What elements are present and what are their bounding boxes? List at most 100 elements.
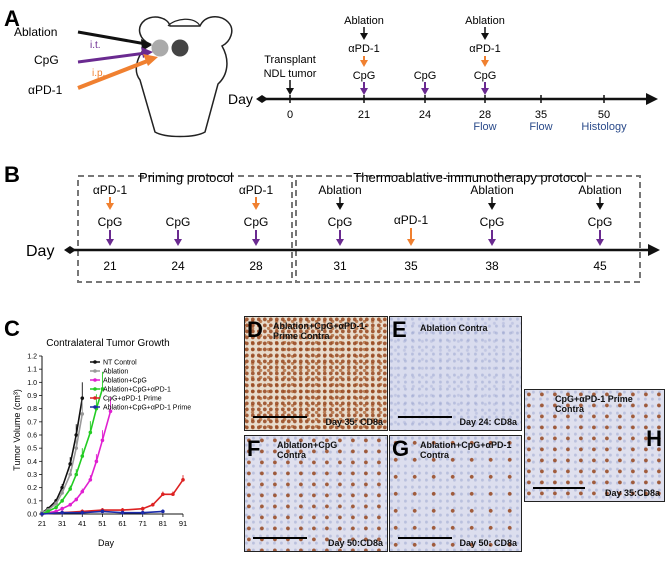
timeline-a-tick: 0 [287,109,293,121]
panel-g-label: Ablation+CpG+αPD-1 Contra [420,440,512,460]
timeline-b-tick: 35 [404,259,418,273]
event-apd1: αPD-1 [394,213,429,227]
panel-e-label: Ablation Contra [420,323,488,333]
event-ablation: Ablation [465,15,505,27]
timeline-b-tick: 38 [485,259,499,273]
data-point [161,492,165,497]
histology-panel-d: D Ablation+CpG+αPD-1- Prime Contra Day 3… [244,316,388,431]
y-tick-label: 0.0 [27,512,37,519]
data-point [68,487,72,491]
mouse-illustration [135,16,233,138]
event-ablation: Ablation [470,183,513,197]
label-apd1: αPD-1 [28,83,63,97]
panel-d-caption: Day 35: CD8a [325,417,383,427]
scale-bar [398,416,452,418]
event-cpg: CpG [244,215,269,229]
legend-label: NT Control [103,360,137,367]
histology-panel-h: H CpG+αPD-1 Prime Contra Day 35:CD8a [524,389,665,502]
x-tick-label: 71 [139,519,147,528]
y-tick-label: 1.0 [27,380,37,387]
data-point [54,505,58,510]
panel-f-label: Ablation+CpG Contra [277,440,338,460]
event-ablation: Ablation [578,183,621,197]
data-point [181,477,185,482]
data-point [74,497,79,502]
data-point [68,462,72,466]
y-tick-label: 0.7 [27,419,37,426]
panel-h-caption: Day 35:CD8a [604,488,660,498]
panel-h-label: CpG+αPD-1 Prime Contra [555,394,633,414]
scale-bar [533,487,585,489]
event-cpg: CpG [474,70,497,82]
panel-g-letter: G [392,436,410,461]
y-tick-label: 0.8 [27,406,37,413]
event-cpg: CpG [353,70,376,82]
legend-marker [93,405,97,409]
chart-legend: NT ControlAblationAblation+CpGAblation+C… [90,360,191,412]
series-line [41,388,104,515]
event-cpg: CpG [98,215,123,229]
legend-label: CpG+αPD-1 Prime [103,396,162,403]
y-tick-label: 0.5 [27,446,37,453]
event-apd1: αPD-1 [469,43,500,55]
x-tick-label: 31 [58,519,66,528]
timeline-b-tick: 21 [103,259,117,273]
y-tick-label: 0.6 [27,433,37,440]
timeline-b-tick: 31 [333,259,347,273]
panel-g-caption: Day 50: CD8a [459,538,517,548]
thermo-title: Thermoablative-immunotherapy protocol [353,170,586,185]
data-point [60,485,64,490]
data-point [68,502,72,507]
mouse-arrows [77,30,158,90]
histology-panel-e: E Ablation Contra Day 24: CD8a [389,316,522,431]
panel-h-letter: H [646,426,662,451]
data-point [54,501,58,506]
timeline-a-tick: 35 [535,109,547,121]
event-ablation: Ablation [318,183,361,197]
timeline-a [256,27,658,105]
priming-title: Priming protocol [139,170,233,185]
legend-marker [93,396,97,400]
panel-f-caption: Day 50:CD8a [327,538,383,548]
y-tick-label: 0.1 [27,498,37,505]
y-tick-label: 1.2 [27,354,37,361]
panel-d-letter: D [247,317,263,342]
series-line [41,397,84,514]
data-point [140,506,145,511]
x-tick-label: 41 [78,519,86,528]
data-point [94,459,99,464]
data-point [88,477,93,482]
data-point [120,510,125,515]
panel-a-letter: A [4,6,20,31]
flow-label: Flow [473,121,496,133]
flow-label: Flow [529,121,552,133]
timeline-b-tick: 24 [171,259,185,273]
timeline-a-tick: 21 [358,109,370,121]
chart-series [40,371,185,516]
tumor-left [151,39,169,57]
histology-label: Histology [581,121,627,133]
data-point [100,509,105,514]
data-point [161,509,165,514]
event-cpg: CpG [328,215,353,229]
timeline-a-tick: 50 [598,109,610,121]
label-ip: i.p. [92,68,105,79]
data-point [88,430,93,435]
legend-marker [93,369,97,373]
event-cpg: CpG [166,215,191,229]
data-point [74,446,79,450]
y-tick-label: 0.9 [27,393,37,400]
y-tick-label: 0.3 [27,472,37,479]
tumor-right [171,39,189,57]
timeline-a-day-label: Day [228,91,253,107]
event-cpg: CpG [588,215,613,229]
label-ablation: Ablation [14,25,57,39]
timeline-a-tick: 24 [419,109,431,121]
data-point [108,409,113,414]
thermo-box [295,175,641,283]
label-it: i.t. [90,40,101,51]
y-tick-label: 1.1 [27,367,37,374]
y-tick-label: 0.2 [27,485,37,492]
chart-ylabel: Tumor Volume (cm³) [12,389,22,471]
